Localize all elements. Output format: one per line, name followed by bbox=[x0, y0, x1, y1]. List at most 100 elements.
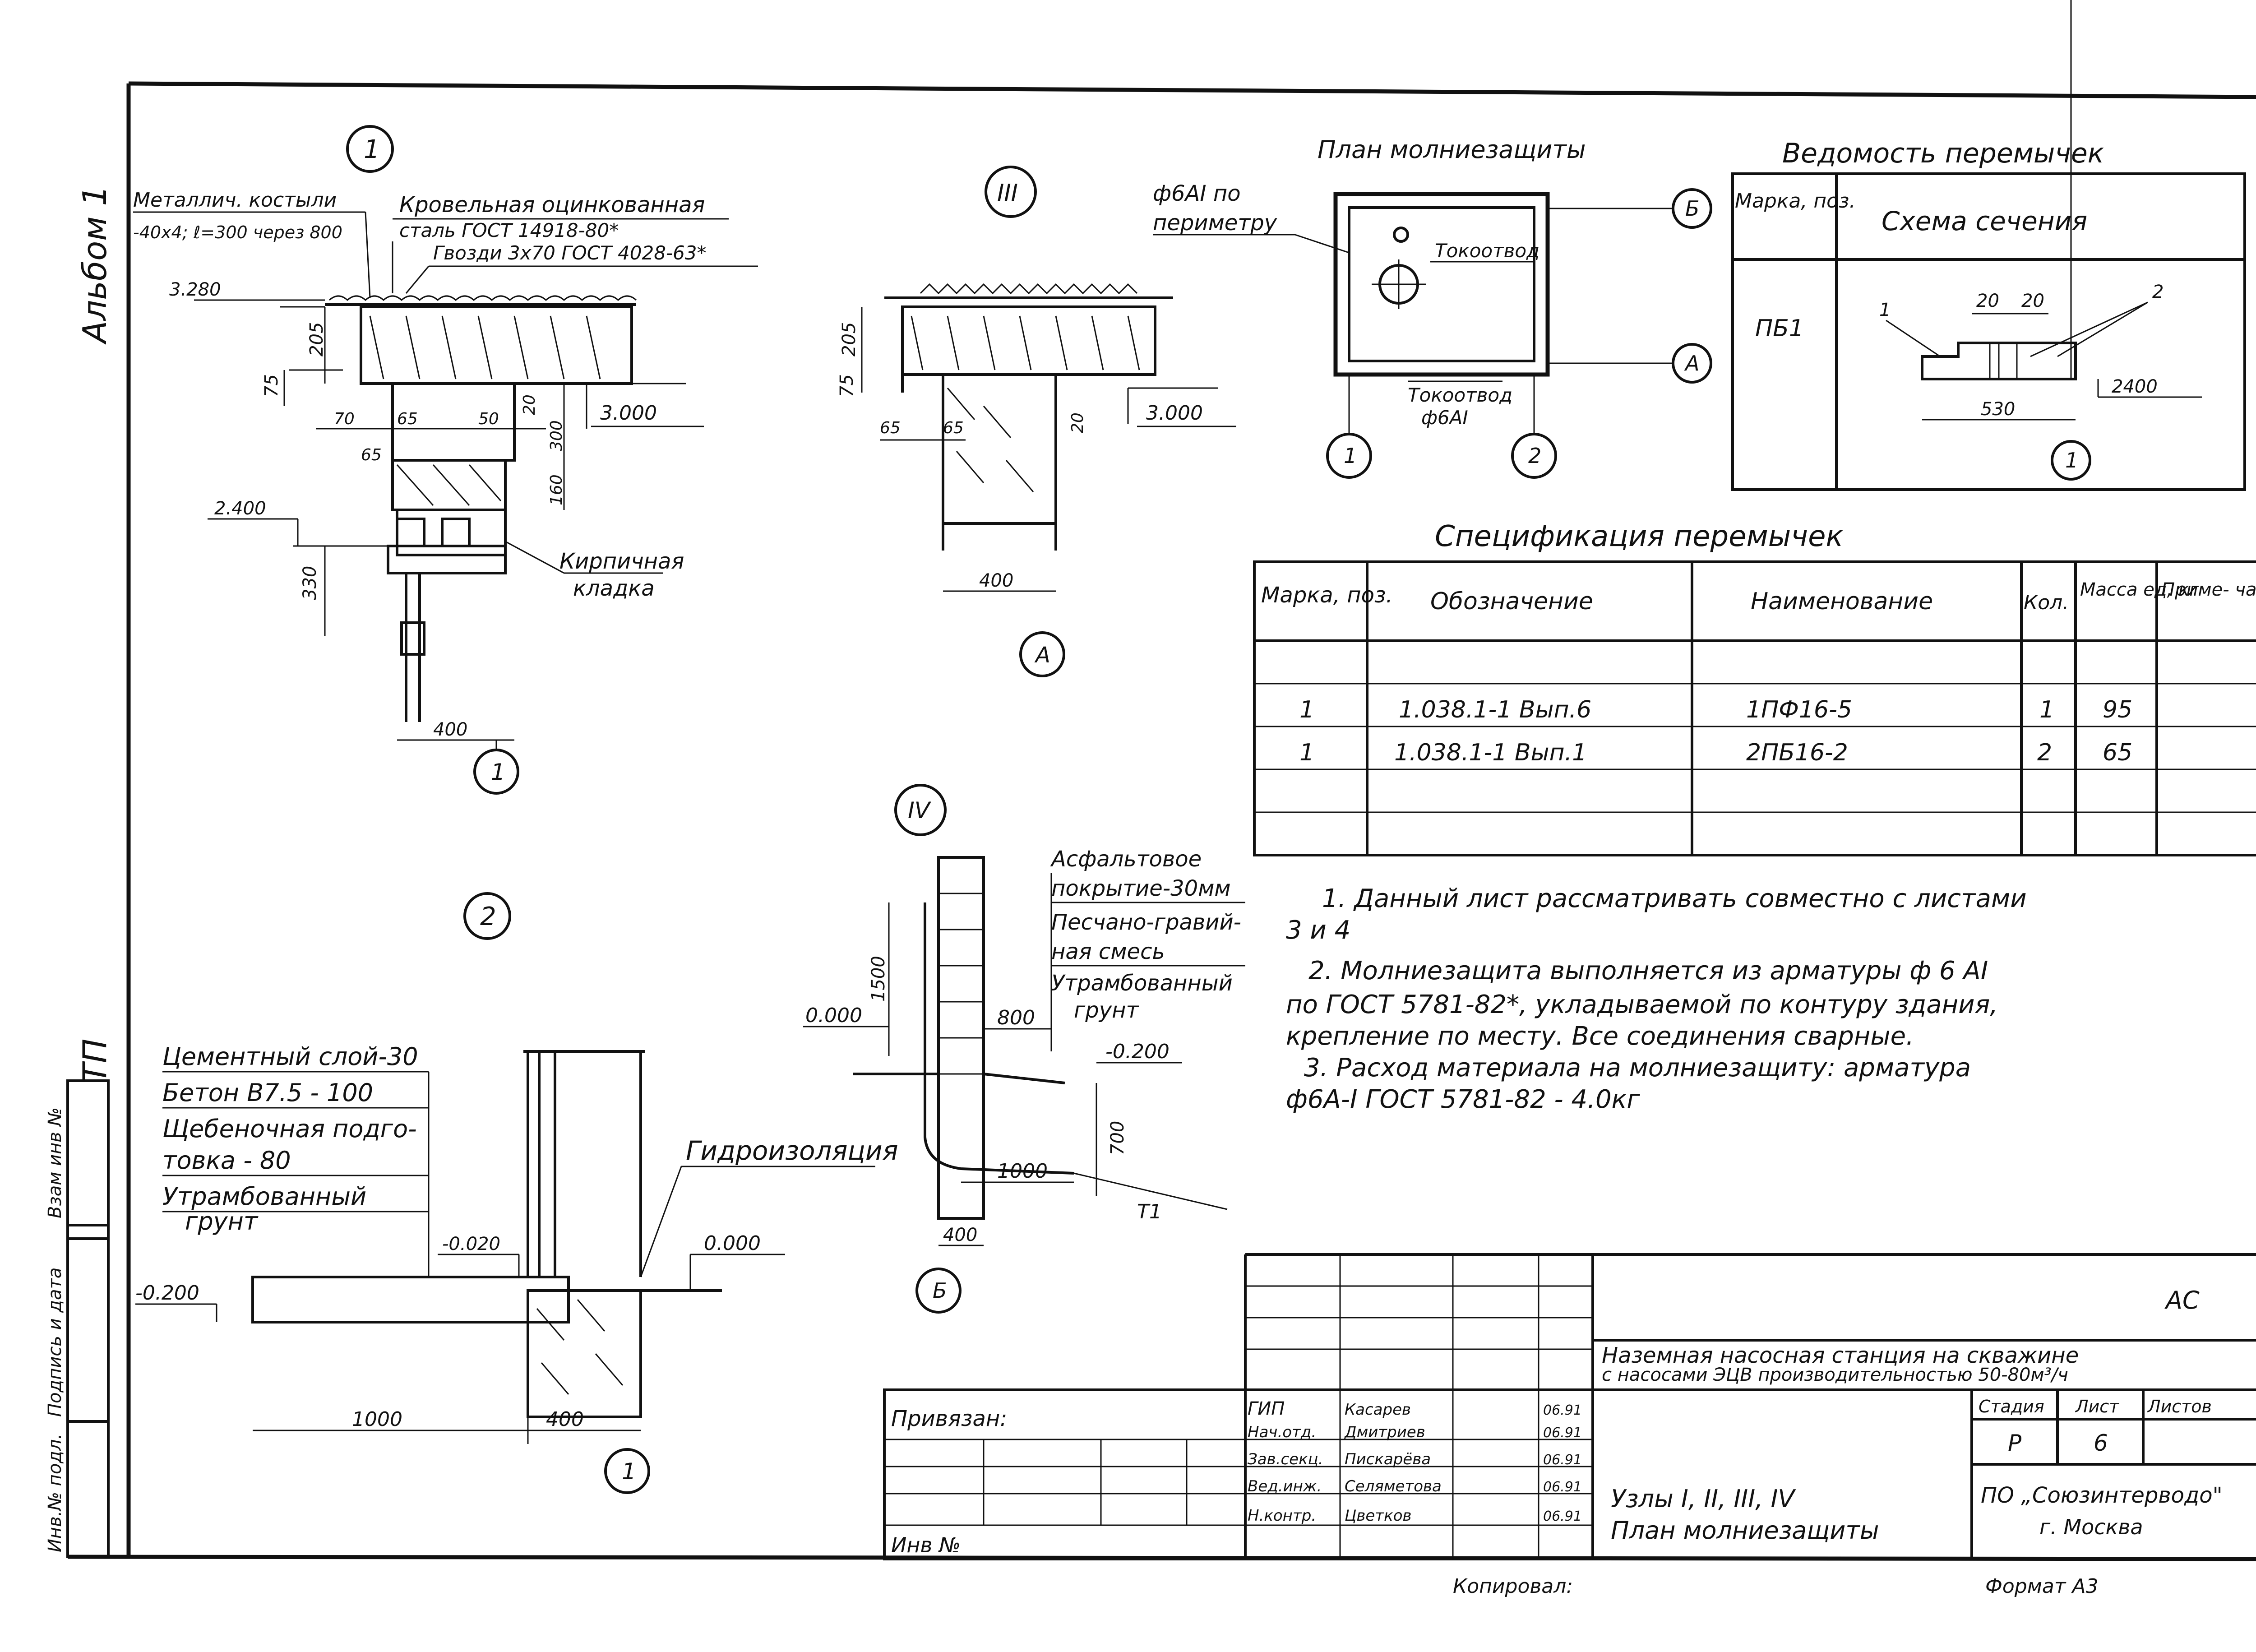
svg-text:Токоотвод: Токоотвод bbox=[1435, 240, 1539, 262]
svg-text:1.038.1-1 Вып.1: 1.038.1-1 Вып.1 bbox=[1394, 739, 1587, 766]
stamp-inv-label: Инв.№ подл. bbox=[45, 1434, 65, 1552]
svg-text:кладка: кладка bbox=[573, 576, 655, 601]
spec-title: Спецификация перемычек bbox=[1435, 520, 1843, 553]
svg-text:ф6А-I ГОСТ 5781-82 - 4.0кг: ф6А-I ГОСТ 5781-82 - 4.0кг bbox=[1286, 1085, 1640, 1114]
svg-text:Утрамбованный: Утрамбованный bbox=[1051, 971, 1233, 996]
svg-text:530: 530 bbox=[1981, 399, 2015, 420]
node-4: IV 1500 0.000 800 Асфальтовое покрытие-3… bbox=[803, 784, 1245, 1314]
node-1-marker-text: 1 bbox=[364, 135, 380, 164]
svg-text:Пискарёва: Пискарёва bbox=[1345, 1450, 1431, 1468]
svg-text:Стадия: Стадия bbox=[1979, 1397, 2044, 1416]
svg-text:1000: 1000 bbox=[997, 1160, 1048, 1183]
svg-text:Вед.инж.: Вед.инж. bbox=[1248, 1477, 1322, 1495]
svg-text:160: 160 bbox=[547, 474, 566, 505]
svg-text:Н.контр.: Н.контр. bbox=[1248, 1507, 1316, 1525]
svg-text:06.91: 06.91 bbox=[1543, 1452, 1582, 1468]
svg-text:50: 50 bbox=[478, 410, 499, 428]
album-label: Альбом 1 bbox=[76, 185, 114, 345]
svg-text:2: 2 bbox=[2152, 282, 2164, 302]
node-3-axis bbox=[1019, 631, 1065, 677]
svg-text:2: 2 bbox=[1528, 444, 1541, 468]
svg-text:400: 400 bbox=[546, 1408, 584, 1431]
svg-text:65: 65 bbox=[361, 446, 382, 464]
svg-text:грунт: грунт bbox=[185, 1207, 259, 1236]
svg-text:2ПБ16-2: 2ПБ16-2 bbox=[1746, 739, 1848, 766]
svg-text:1500: 1500 bbox=[868, 956, 889, 1002]
lintel-mark: ПБ1 bbox=[1755, 315, 1804, 342]
svg-text:Нач.отд.: Нач.отд. bbox=[1248, 1423, 1316, 1441]
svg-text:1: 1 bbox=[1299, 739, 1314, 766]
svg-text:-0.200: -0.200 bbox=[1105, 1040, 1170, 1063]
stamp-signature-label: Подпись и дата bbox=[45, 1268, 65, 1417]
svg-text:1: 1 bbox=[1344, 444, 1357, 468]
svg-text:А: А bbox=[1684, 351, 1699, 375]
lightning-plan-title: План молниезащиты bbox=[1318, 135, 1586, 164]
svg-text:ная смесь: ная смесь bbox=[1051, 939, 1165, 964]
callout-crutches: Металлич. костыли bbox=[133, 189, 337, 212]
svg-text:Кол.: Кол. bbox=[2024, 591, 2069, 614]
svg-text:06.91: 06.91 bbox=[1543, 1402, 1582, 1418]
format-label: Формат А3 bbox=[1985, 1575, 2099, 1598]
svg-text:1: 1 bbox=[622, 1458, 636, 1485]
svg-text:с насосами ЭЦВ производительно: с насосами ЭЦВ производительностью 50-80… bbox=[1602, 1365, 2068, 1385]
svg-text:Дмитриев: Дмитриев bbox=[1344, 1423, 1425, 1441]
svg-text:06.91: 06.91 bbox=[1543, 1509, 1582, 1524]
spec-row: 1 1.038.1-1 Вып.1 2ПБ16-2 2 65 bbox=[1299, 739, 2132, 766]
svg-text:грунт: грунт bbox=[1074, 998, 1139, 1023]
svg-text:70: 70 bbox=[334, 410, 355, 428]
node-3: III 205 75 65 65 20 3.000 400 А bbox=[837, 166, 1236, 677]
svg-text:периметру: периметру bbox=[1153, 210, 1277, 236]
svg-text:Зав.секц.: Зав.секц. bbox=[1248, 1450, 1323, 1468]
dim-3280: 3.280 bbox=[169, 279, 221, 300]
svg-text:Марка, поз.: Марка, поз. bbox=[1261, 583, 1393, 608]
svg-text:06.91: 06.91 bbox=[1543, 1425, 1582, 1441]
spec-row: 1 1.038.1-1 Вып.6 1ПФ16-5 1 95 bbox=[1299, 696, 2132, 723]
label-brick: Кирпичная bbox=[559, 549, 684, 574]
svg-text:1: 1 bbox=[1299, 696, 1314, 723]
sheet-name: Узлы I, II, III, IV bbox=[1611, 1485, 1796, 1513]
svg-text:700: 700 bbox=[1107, 1121, 1128, 1155]
svg-text:Утрамбованный: Утрамбованный bbox=[162, 1182, 366, 1211]
svg-text:1: 1 bbox=[2065, 448, 2078, 472]
svg-text:65: 65 bbox=[2103, 739, 2132, 766]
svg-text:А: А bbox=[1034, 643, 1050, 668]
svg-text:Приме- чание: Приме- чание bbox=[2161, 579, 2256, 600]
callout-roof-steel: Кровельная оцинкованная bbox=[399, 192, 705, 217]
svg-text:г. Москва: г. Москва bbox=[2039, 1515, 2143, 1539]
svg-text:1. Данный лист рассматривать с: 1. Данный лист рассматривать совместно с… bbox=[1322, 884, 2027, 913]
svg-text:3.000: 3.000 bbox=[1146, 402, 1203, 425]
svg-text:План молниезащиты: План молниезащиты bbox=[1611, 1516, 1879, 1545]
svg-text:400: 400 bbox=[943, 1225, 977, 1245]
callout-roof-steel-gost: сталь ГОСТ 14918-80* bbox=[399, 219, 619, 241]
svg-text:20: 20 bbox=[520, 394, 539, 415]
drawing-code: АС bbox=[2164, 1286, 2200, 1314]
svg-text:300: 300 bbox=[547, 420, 566, 451]
svg-text:2: 2 bbox=[2037, 739, 2052, 766]
svg-text:20: 20 bbox=[1068, 412, 1087, 433]
svg-text:1ПФ16-5: 1ПФ16-5 bbox=[1746, 696, 1852, 723]
svg-text:400: 400 bbox=[979, 570, 1013, 591]
svg-text:Т1: Т1 bbox=[1137, 1200, 1162, 1223]
lightning-plan: План молниезащиты ф6АI по периметру Токо… bbox=[1153, 135, 1712, 479]
svg-text:800: 800 bbox=[997, 1006, 1035, 1029]
callout-nails: Гвозди 3х70 ГОСТ 4028-63* bbox=[433, 242, 707, 264]
label-waterproofing: Гидроизоляция bbox=[686, 1135, 898, 1166]
node-1: 1 Металлич. костыли -40х4; ℓ=300 через 8… bbox=[133, 125, 758, 795]
svg-text:Токоотвод: Токоотвод bbox=[1408, 384, 1512, 406]
svg-text:-0.020: -0.020 bbox=[442, 1234, 500, 1254]
svg-text:95: 95 bbox=[2103, 696, 2132, 723]
svg-text:Лист: Лист bbox=[2075, 1397, 2120, 1416]
svg-text:Инв №: Инв № bbox=[891, 1533, 961, 1557]
lightning-contour bbox=[1333, 192, 1550, 377]
svg-text:400: 400 bbox=[433, 719, 467, 740]
tp-label: ТП bbox=[76, 1039, 114, 1083]
specification-table: Спецификация перемычек Марка, поз. Обозн… bbox=[1253, 520, 2256, 856]
organization: ПО „Союзинтерводо" bbox=[1981, 1483, 2223, 1508]
svg-text:Листов: Листов bbox=[2147, 1397, 2212, 1416]
svg-text:Марка, поз.: Марка, поз. bbox=[1735, 190, 1855, 213]
svg-text:1: 1 bbox=[491, 759, 505, 785]
svg-text:1: 1 bbox=[2039, 696, 2054, 723]
dim-3000: 3.000 bbox=[600, 402, 657, 425]
svg-text:Цветков: Цветков bbox=[1345, 1507, 1412, 1525]
